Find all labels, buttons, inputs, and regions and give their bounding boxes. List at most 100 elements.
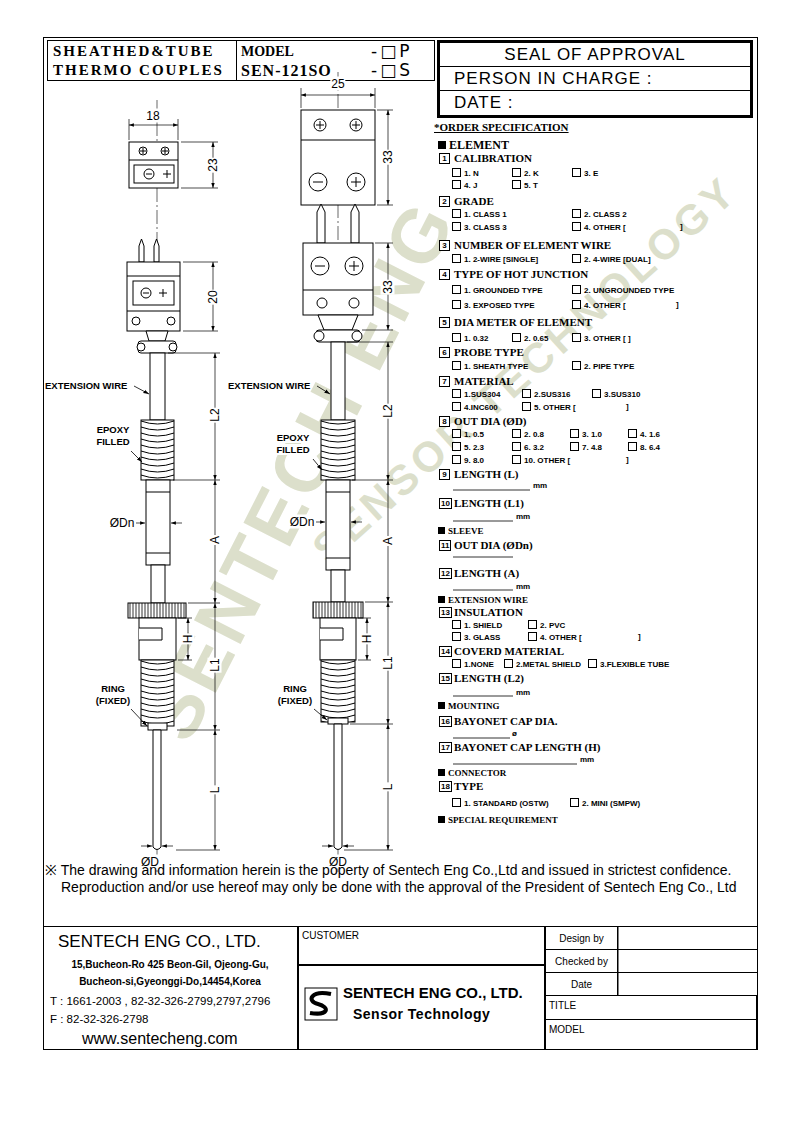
box-text-holder: DATE : [454, 91, 514, 115]
option-holder: 9. 8.0 [452, 455, 484, 466]
item-number: 3 [439, 240, 450, 251]
option-label: 1.SUS304 [464, 390, 500, 399]
option-holder: 5. 2.3 [452, 442, 484, 453]
option-holder: 2. PVC [528, 620, 565, 631]
item-title-holder: BAYONET CAP LENGTH (H) [454, 741, 600, 754]
box-label: -□S [371, 60, 413, 80]
option-label: 4.INC600 [464, 403, 498, 412]
probe-left-part [153, 730, 161, 850]
option-holder: mm [516, 582, 530, 592]
option-holder: 4. OTHER [ [572, 300, 626, 311]
probe-left-part [137, 343, 145, 351]
item-number-holder: 8 [439, 416, 450, 427]
dimension-holder: L2 [209, 407, 222, 422]
option-label: 5. T [524, 181, 538, 190]
probe-left-part [140, 148, 168, 154]
dimension-label: H [181, 634, 195, 645]
leader-lines-part [131, 451, 142, 462]
option-holder: 2. 4-WIRE [DUAL] [572, 254, 651, 265]
checkbox [452, 442, 461, 451]
option-label: 2. K [524, 169, 539, 178]
item-number: 13 [439, 607, 452, 618]
box-label: DATE : [454, 93, 514, 112]
bullet-square [438, 596, 445, 603]
checkbox [452, 659, 461, 668]
checkbox [452, 285, 461, 294]
checkbox [452, 429, 461, 438]
item-number-holder: 4 [439, 269, 450, 280]
item-number: 4 [439, 269, 450, 280]
probe-right-part [309, 173, 327, 191]
option-holder: 1. N [452, 168, 479, 179]
probe-left-part [141, 420, 174, 480]
dimension-holder: L1 [209, 657, 222, 672]
option-label: 3. CLASS 3 [464, 223, 507, 232]
item-number-holder: 1 [439, 153, 450, 164]
probe-right-part [351, 177, 361, 187]
item-title-holder: CALIBRATION [454, 152, 532, 165]
dimension-holder: 23 [207, 157, 220, 172]
checkbox [570, 442, 579, 451]
box-label: -□P [371, 41, 412, 61]
option-label: ] [638, 632, 641, 641]
option-holder: 8. 6.4 [628, 442, 660, 453]
probe-left-part [146, 170, 171, 178]
section-heading-holder: CONNECTOR [438, 768, 506, 779]
approval-box: SEAL OF APPROVALPERSON IN CHARGE :DATE : [437, 40, 753, 118]
dimension-lines-part [362, 110, 393, 330]
probe-right-part [303, 290, 373, 291]
dimension-lines-part [322, 846, 333, 847]
checkbox [512, 333, 521, 342]
item-title-holder: GRADE [454, 195, 494, 208]
option-holder: ø [512, 729, 517, 739]
probe-right-part [349, 261, 359, 271]
probe-right-part [303, 243, 373, 315]
probe-right-part [347, 173, 365, 191]
item-number-holder: 15 [439, 673, 452, 684]
option-label: 2. UNGROUNDED TYPE [584, 286, 674, 295]
probe-right-part [311, 257, 329, 275]
probe-left-part [146, 492, 170, 553]
dimension-label: A [381, 536, 395, 546]
box-text-holder: T : 1661-2003 , 82-32-326-2799,2797,2796 [50, 993, 270, 1009]
checkbox [572, 222, 581, 231]
option-label: 1. SHIELD [464, 621, 502, 630]
item-title: COVERD MATERIAL [454, 645, 564, 657]
checkbox [452, 361, 461, 370]
item-title-holder: LENGTH (A) [454, 567, 519, 580]
option-holder: 2. 0.65 [512, 333, 548, 344]
checkbox [572, 168, 581, 177]
option-holder: mm [580, 755, 594, 765]
box-text-holder: SHEATHED&TUBE THERMO COUPLES [53, 42, 235, 80]
leader-lines-part [314, 709, 327, 720]
item-title-holder: COVERD MATERIAL [454, 645, 564, 658]
item-number: 8 [439, 416, 450, 427]
probe-left-part [134, 165, 174, 183]
dimension-holder: L1 [382, 655, 395, 670]
leader-lines-part [134, 386, 149, 394]
option-holder: 2.SUS316 [522, 389, 570, 400]
option-label: 1. GROUNDED TYPE [464, 286, 543, 295]
option-label: 5. 2.3 [464, 443, 484, 452]
footnote-text: ※ The drawing and information herein is … [45, 862, 737, 895]
option-holder: mm [533, 481, 547, 491]
probe-left [127, 142, 186, 850]
option-label: 1. STANDARD (OSTW) [464, 799, 549, 808]
item-number: 9 [439, 469, 450, 480]
probe-left-part [169, 343, 177, 351]
dimension-label: ØDn [289, 515, 316, 529]
option-holder: mm [516, 688, 530, 698]
option-holder: 2. 0.8 [512, 429, 544, 440]
probe-left-part [138, 341, 176, 353]
dimension-holder: L [209, 786, 222, 795]
box-text-holder: -□S [371, 61, 413, 80]
probe-right-part [313, 182, 323, 183]
probe-right-part [328, 718, 348, 724]
option-label: 2. PIPE TYPE [584, 362, 634, 371]
option-label: 4. J [464, 181, 477, 190]
dimension-holder: 18 [145, 110, 160, 123]
option-label: 1. N [464, 169, 479, 178]
dimension-label: 33 [381, 149, 395, 164]
probe-left-part [141, 660, 174, 726]
checkbox [512, 429, 521, 438]
